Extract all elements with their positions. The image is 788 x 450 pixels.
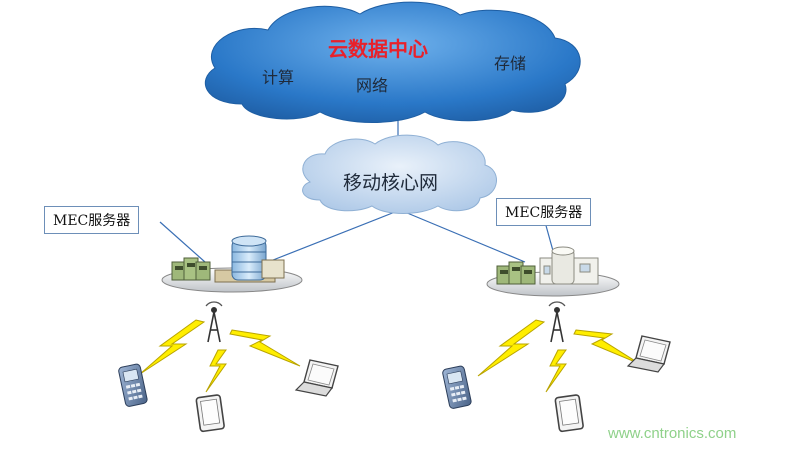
cloud-label-compute: 计算 <box>262 68 295 87</box>
mec-site-left <box>161 235 303 293</box>
watermark: www.cntronics.com <box>608 425 737 442</box>
server-rack-icon <box>496 261 536 285</box>
building-icon <box>539 246 599 285</box>
link-label-left <box>159 221 206 263</box>
cloud-title: 云数据中心 <box>328 37 428 61</box>
lightning-icon <box>205 349 227 393</box>
mobile-phone-icon <box>442 365 472 409</box>
antenna-icon <box>548 301 566 343</box>
link-core-left-mec <box>267 209 401 263</box>
server-rack-icon <box>171 257 211 281</box>
lightning-bolts <box>139 319 641 393</box>
tablet-icon <box>195 394 225 433</box>
mec-server-label-left: MEC服务器 <box>44 206 140 234</box>
cloud-label-storage: 存储 <box>494 54 527 73</box>
cloud-label-network: 网络 <box>356 76 389 95</box>
lightning-icon <box>477 319 546 377</box>
laptop-icon <box>294 359 339 397</box>
mobile-phone-icon <box>118 363 148 407</box>
mec-server-label-right: MEC服务器 <box>496 198 592 226</box>
laptop-icon <box>626 335 671 373</box>
lightning-icon <box>229 329 301 367</box>
mec-site-right <box>486 246 620 297</box>
lightning-icon <box>545 349 567 393</box>
lightning-icon <box>139 319 206 375</box>
tablet-icon <box>554 394 584 433</box>
building-icon <box>214 235 285 283</box>
core-network-label: 移动核心网 <box>343 172 439 194</box>
link-core-right-mec <box>399 209 526 263</box>
core-network-cloud <box>302 134 497 214</box>
antenna-icon <box>205 301 223 343</box>
lightning-icon <box>573 329 641 365</box>
cloud-data-center <box>204 1 581 123</box>
